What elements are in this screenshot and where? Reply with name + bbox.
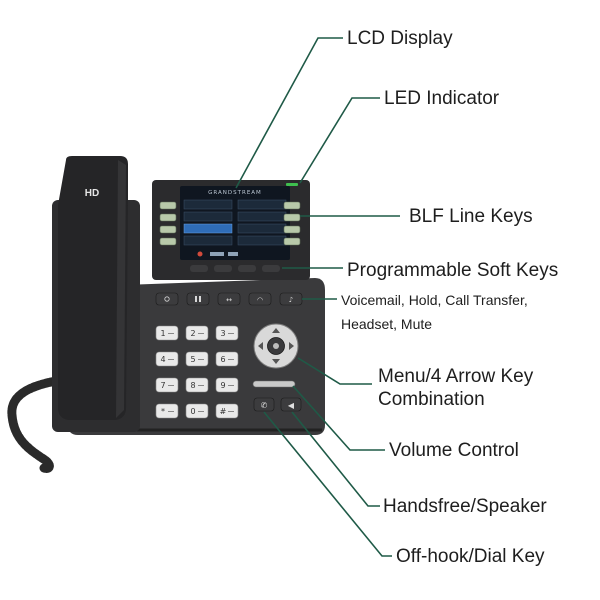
led-indicator bbox=[286, 183, 298, 186]
label-volume-control: Volume Control bbox=[389, 440, 519, 461]
volume-control-key[interactable] bbox=[252, 380, 296, 388]
handset-badge: HD bbox=[85, 188, 99, 199]
keypad-key-label: # bbox=[220, 407, 227, 416]
leader-lcd bbox=[235, 37, 343, 189]
arrow-right-icon[interactable] bbox=[289, 342, 294, 350]
keypad-key[interactable]: 3 bbox=[215, 325, 239, 341]
svg-text:♪: ♪ bbox=[289, 296, 293, 304]
keypad-key[interactable]: 1 bbox=[155, 325, 179, 341]
keypad-key-label: 8 bbox=[190, 381, 195, 390]
keypad-key[interactable]: 5 bbox=[185, 351, 209, 367]
keypad-key[interactable]: 6 bbox=[215, 351, 239, 367]
label-function-keys-line2: Headset, Mute bbox=[341, 316, 432, 332]
keypad-key[interactable]: 0 bbox=[185, 403, 209, 419]
keypad-key-label: 5 bbox=[190, 355, 195, 364]
keypad-key-label: 4 bbox=[160, 355, 165, 364]
leader-volume bbox=[292, 385, 385, 451]
label-programmable-soft-keys: Programmable Soft Keys bbox=[347, 260, 558, 281]
keypad-key[interactable]: 8 bbox=[185, 377, 209, 393]
label-menu-line1: Menu/4 Arrow Key bbox=[378, 366, 534, 387]
keypad-key-label: 0 bbox=[190, 407, 195, 416]
dial-keypad[interactable]: 1 2 3 4 5 6 7 8 9 * 0 # bbox=[155, 325, 239, 419]
leader-offhook bbox=[263, 411, 392, 557]
keypad-key[interactable]: 7 bbox=[155, 377, 179, 393]
label-blf-line-keys: BLF Line Keys bbox=[409, 206, 533, 227]
label-handsfree-speaker: Handsfree/Speaker bbox=[383, 496, 547, 517]
label-led-indicator: LED Indicator bbox=[384, 88, 500, 109]
arrow-down-icon[interactable] bbox=[272, 359, 280, 364]
screen-brand: GRANDSTREAM bbox=[208, 190, 262, 196]
blf-line-keys-right[interactable] bbox=[283, 201, 301, 246]
label-menu-line2: Combination bbox=[378, 389, 485, 410]
keypad-key-label: 6 bbox=[220, 355, 225, 364]
leader-lines bbox=[235, 37, 400, 557]
svg-text:◠: ◠ bbox=[257, 296, 263, 304]
ip-phone: HD GRANDSTREAM bbox=[7, 156, 325, 473]
navigation-cluster[interactable] bbox=[253, 323, 299, 369]
keypad-key-label: 1 bbox=[160, 329, 165, 338]
keypad-key[interactable]: 9 bbox=[215, 377, 239, 393]
svg-text:↔: ↔ bbox=[226, 296, 232, 304]
handsfree-speaker-key[interactable]: ◀ bbox=[280, 397, 302, 412]
keypad-key-label: * bbox=[161, 407, 165, 416]
keypad-key[interactable]: 2 bbox=[185, 325, 209, 341]
offhook-dial-key[interactable]: ✆ bbox=[253, 397, 275, 412]
keypad-key-label: 7 bbox=[160, 381, 165, 390]
leader-menu bbox=[297, 357, 372, 385]
phone-icon: ✆ bbox=[261, 401, 268, 410]
handset bbox=[58, 156, 128, 420]
screen-softkey-bar bbox=[197, 251, 238, 257]
blf-line-keys-left[interactable] bbox=[159, 201, 177, 246]
function-keys-row[interactable]: ↔ ◠ ♪ bbox=[155, 292, 303, 306]
handset-cord bbox=[7, 375, 67, 473]
keypad-key-label: 2 bbox=[190, 329, 195, 338]
lcd-screen bbox=[180, 186, 290, 260]
arrow-up-icon[interactable] bbox=[272, 328, 280, 333]
speaker-icon: ◀ bbox=[288, 401, 295, 410]
keypad-key[interactable]: 4 bbox=[155, 351, 179, 367]
label-lcd-display: LCD Display bbox=[347, 28, 453, 49]
keypad-key[interactable]: * bbox=[155, 403, 179, 419]
keypad-key[interactable]: # bbox=[215, 403, 239, 419]
programmable-soft-keys[interactable] bbox=[190, 265, 280, 272]
keypad-key-label: 9 bbox=[220, 381, 225, 390]
label-offhook-dial-key: Off-hook/Dial Key bbox=[396, 546, 545, 567]
label-function-keys-line1: Voicemail, Hold, Call Transfer, bbox=[341, 292, 528, 308]
keypad-key-label: 3 bbox=[220, 329, 225, 338]
arrow-left-icon[interactable] bbox=[258, 342, 263, 350]
leader-handsfree bbox=[291, 411, 380, 507]
handset-shade bbox=[116, 160, 126, 418]
callout-labels: LCD Display LED Indicator BLF Line Keys … bbox=[341, 28, 558, 567]
leader-led bbox=[299, 97, 380, 184]
